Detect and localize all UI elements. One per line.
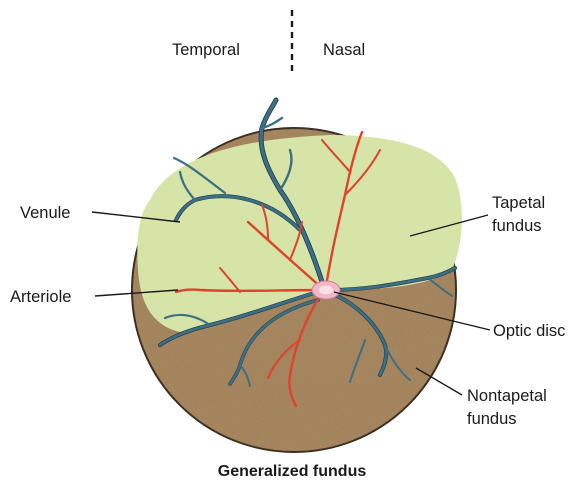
diagram-caption: Generalized fundus [218, 463, 367, 480]
temporal-label: Temporal [172, 41, 240, 59]
venule-label: Venule [20, 204, 70, 222]
nontapetal-label-line1: Nontapetal [467, 387, 547, 405]
optic-disc-label: Optic disc [493, 322, 565, 340]
nasal-label: Nasal [323, 41, 365, 59]
tapetal-label-line2: fundus [492, 217, 542, 235]
arteriole-label: Arteriole [10, 288, 71, 306]
nontapetal-label-line2: fundus [467, 410, 517, 428]
optic-disc [312, 281, 340, 299]
tapetal-label-line1: Tapetal [492, 194, 545, 212]
